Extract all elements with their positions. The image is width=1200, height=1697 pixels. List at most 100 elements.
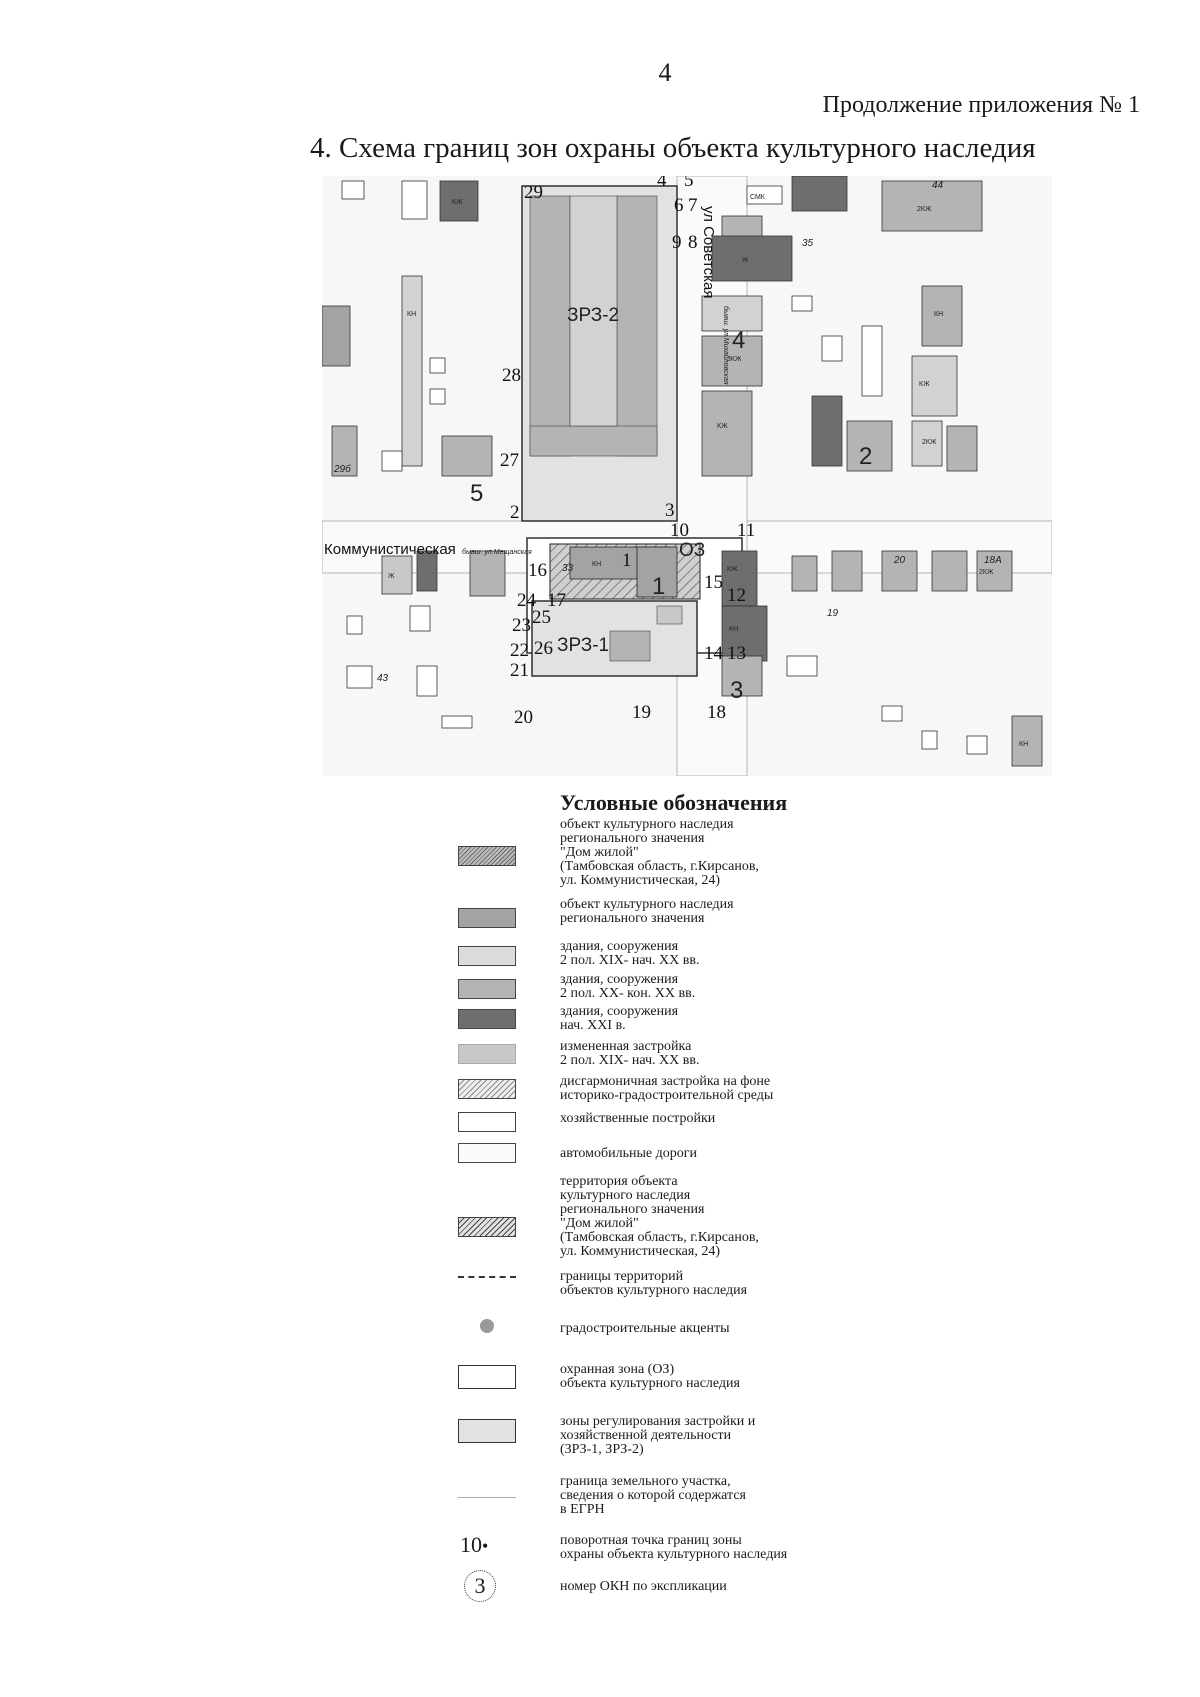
building <box>439 180 479 222</box>
building-label: КН <box>407 311 416 318</box>
point-20: 20 <box>514 707 533 728</box>
building <box>721 550 758 607</box>
building-label: 2КЖ <box>979 569 994 576</box>
legend-text: объект культурного наследия региональног… <box>560 817 759 888</box>
point-26: 26 <box>534 638 553 659</box>
zrz2-building-right <box>616 195 658 457</box>
point-2: 2 <box>510 502 520 523</box>
point-22: 22 <box>510 640 529 661</box>
legend-symbol-accent-dot <box>480 1319 494 1333</box>
building-label: КН <box>592 561 601 568</box>
building <box>861 325 883 397</box>
zrz2-building-connector <box>529 425 658 457</box>
building <box>341 180 365 200</box>
building <box>381 555 413 595</box>
building-label: КН <box>1019 741 1028 748</box>
zrz2-building-left <box>529 195 571 457</box>
legend-symbol-okn-house <box>458 846 516 866</box>
protection-zones-map: ул Советская бывш. ул.Михайловская Комму… <box>322 176 1052 776</box>
building <box>441 715 473 729</box>
house-number: 29б <box>333 463 351 475</box>
building <box>791 295 813 312</box>
okn-number-4: 4 <box>732 327 745 354</box>
point-9: 9 <box>672 232 682 253</box>
legend-symbol-text: 10 <box>460 1532 482 1557</box>
okn-number-2: 2 <box>859 443 872 470</box>
zone-label-zrz1: ЗРЗ-1 <box>557 635 609 656</box>
point-12: 12 <box>727 585 746 606</box>
building-label: КН <box>729 626 738 633</box>
building <box>921 730 938 750</box>
street-kommunisticheskaya: Коммунистическая <box>324 541 456 558</box>
house-number: 20 <box>893 555 906 566</box>
legend-text: здания, сооружения 2 пол. XIX- нач. XX в… <box>560 939 700 968</box>
legend-text: автомобильные дороги <box>560 1146 697 1161</box>
house-number: 44 <box>932 180 944 191</box>
building <box>346 615 363 635</box>
building <box>786 655 818 677</box>
building-label: Ж <box>388 573 395 580</box>
legend-symbol-outbuildings <box>458 1112 516 1132</box>
building <box>831 550 863 592</box>
building <box>441 435 493 477</box>
point-14: 14 <box>704 643 724 664</box>
legend-text: здания, сооружения нач. XXI в. <box>560 1004 679 1033</box>
building <box>911 355 958 417</box>
zrz1-building-small <box>656 605 683 625</box>
legend-text: хозяйственные постройки <box>560 1111 716 1126</box>
house-number: 33 <box>562 563 574 574</box>
legend-text: территория объекта культурного наследия … <box>560 1174 759 1259</box>
building <box>1011 715 1043 767</box>
point-4: 4 <box>657 176 667 191</box>
legend-symbol-okn-regional <box>458 908 516 928</box>
house-number: 19 <box>827 608 839 619</box>
appendix-caption: Продолжение приложения № 1 <box>822 92 1140 118</box>
building-label: Ж <box>742 257 749 264</box>
building-label: КЖ <box>919 381 930 388</box>
point-11: 11 <box>737 520 755 541</box>
building <box>721 655 763 697</box>
point-8: 8 <box>688 232 698 253</box>
point-10: 10 <box>670 520 689 541</box>
building-label: КЖ <box>717 423 728 430</box>
building <box>322 305 351 367</box>
building <box>976 550 1013 592</box>
legend-symbol-zrz <box>458 1419 516 1443</box>
legend-text: поворотная точка границ зоны охраны объе… <box>560 1533 788 1562</box>
legend-text: здания, сооружения 2 пол. XX- кон. XX вв… <box>560 972 696 1001</box>
building <box>946 425 978 472</box>
building <box>846 420 893 472</box>
zrz1-building <box>609 630 651 662</box>
building <box>881 180 983 232</box>
legend-symbol-thin-line <box>458 1497 516 1498</box>
legend-text: объект культурного наследия региональног… <box>560 897 734 926</box>
building <box>821 335 843 362</box>
building <box>711 235 793 282</box>
okn-number-1: 1 <box>652 573 665 600</box>
building <box>921 285 963 347</box>
building <box>381 450 403 472</box>
legend-text: номер ОКН по экспликации <box>560 1579 727 1594</box>
point-17: 17 <box>547 590 566 611</box>
scheme-title: 4. Схема границ зон охраны объекта культ… <box>310 132 1036 164</box>
house-number: 18А <box>984 555 1002 566</box>
building-label: 2КЖ <box>922 439 937 446</box>
okn-number-3: 3 <box>730 677 743 704</box>
point-27: 27 <box>500 450 519 471</box>
zrz2-building-inner <box>569 195 618 427</box>
legend-title: Условные обозначения <box>560 790 788 815</box>
building <box>931 550 968 592</box>
point-15: 15 <box>704 572 723 593</box>
point-16: 16 <box>528 560 547 581</box>
point-7: 7 <box>688 195 698 216</box>
legend-text: граница земельного участка, сведения о к… <box>560 1474 746 1517</box>
building <box>966 735 988 755</box>
point-28: 28 <box>502 365 521 386</box>
legend-symbol-roads <box>458 1143 516 1163</box>
building <box>811 395 843 467</box>
okn-number-5: 5 <box>470 480 483 507</box>
building <box>401 180 428 220</box>
building <box>401 275 423 467</box>
point-24: 24 <box>517 590 537 611</box>
point-6: 6 <box>674 195 684 216</box>
